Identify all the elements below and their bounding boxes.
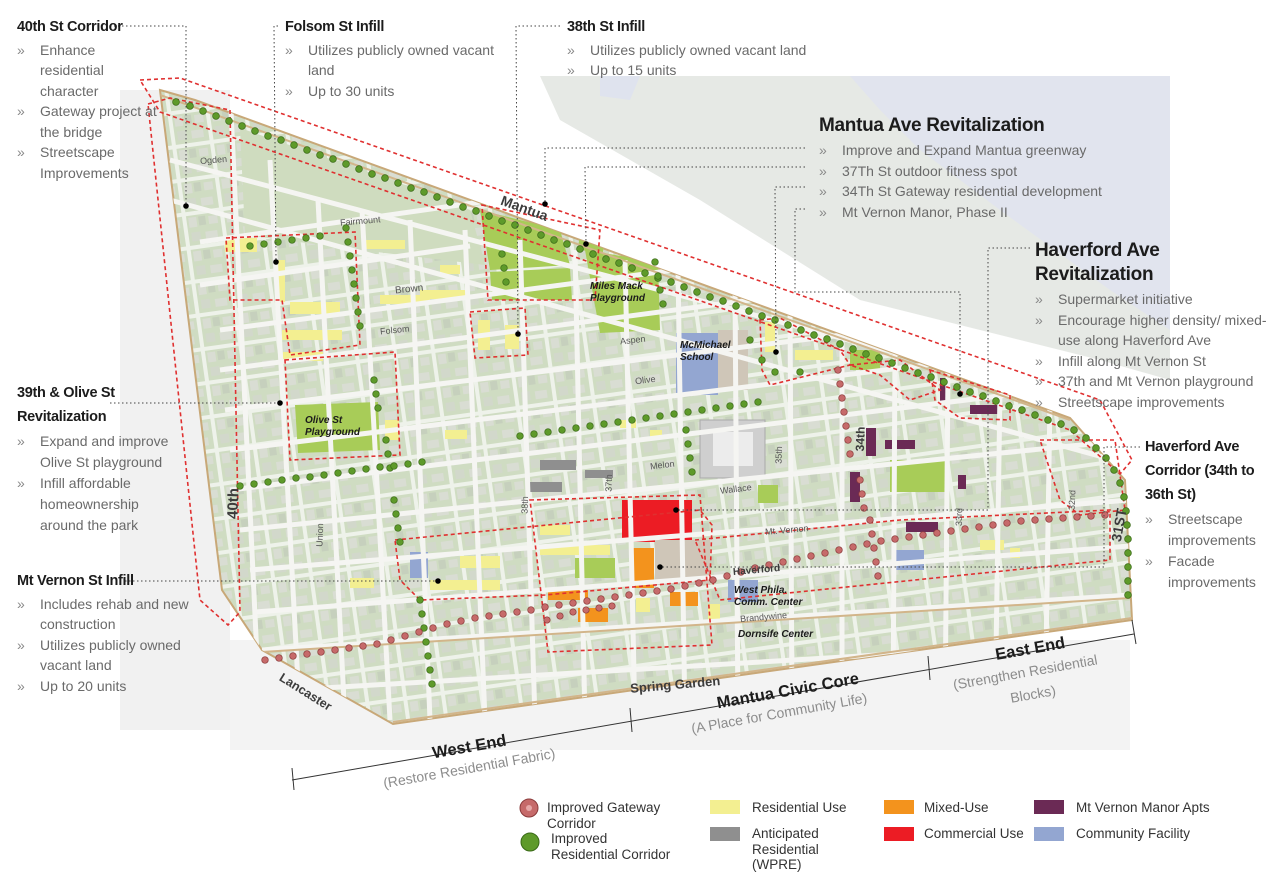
callout-title: Haverford Ave Revitalization — [1035, 240, 1160, 285]
place-label-dornsife: Dornsife Center — [738, 629, 814, 640]
callout-title: Mantua Ave Revitalization — [819, 115, 1045, 136]
callout-folsom-infill: Folsom St Infill Utilizes publicly owned… — [285, 17, 495, 101]
park-south — [575, 558, 615, 578]
street-label-32nd: 32nd — [1066, 489, 1078, 511]
callout-title: 39th & Olive St Revitalization — [17, 385, 115, 425]
place-label-miles-mack: Miles Mack Playground — [590, 281, 646, 304]
callout-haverford-ave: Haverford Ave Revitalization Supermarket… — [1035, 239, 1275, 412]
callout-item: Encourage higher density/ mixed-use alon… — [1035, 310, 1275, 351]
legend-community: Community Facility — [1076, 826, 1191, 841]
callout-item: Expand and improve Olive St playground — [17, 431, 202, 473]
stadium-field — [713, 432, 753, 466]
callout-38th-infill: 38th St Infill Utilizes publicly owned v… — [567, 17, 857, 81]
manor-4 — [885, 440, 915, 449]
legend-community-swatch — [1034, 827, 1064, 841]
mantua-greenway-park — [240, 128, 485, 265]
anticipated-1 — [540, 460, 576, 470]
callout-item: Improve and Expand Mantua greenway — [819, 140, 1139, 161]
callout-title: 38th St Infill — [567, 19, 645, 35]
legend-residential-use-swatch — [710, 800, 740, 814]
legend-commercial-swatch — [884, 827, 914, 841]
street-label-37th: 37th — [603, 474, 615, 492]
residential-corridor-dots — [172, 98, 1132, 688]
callout-title: Folsom St Infill — [285, 19, 385, 35]
legend-manor: Mt Vernon Manor Apts — [1076, 800, 1210, 815]
legend-mixed-use-swatch — [884, 800, 914, 814]
anticipated-3 — [585, 470, 613, 478]
callout-item: Streetscape improvements — [1145, 509, 1275, 551]
callout-item: Up to 30 units — [285, 81, 495, 102]
callout-mt-vernon-infill: Mt Vernon St Infill Includes rehab and n… — [17, 571, 202, 696]
park-center — [758, 485, 778, 503]
legend-residential-corridor-swatch — [520, 832, 540, 852]
street-label-33rd: 33rd — [953, 507, 965, 527]
callout-olive-st: 39th & Olive St Revitalization Expand an… — [17, 381, 202, 536]
callout-item: Infill affordable homeownership around t… — [17, 473, 160, 536]
legend-residential-use: Residential Use — [752, 800, 847, 815]
callout-item: Supermarket initiative — [1035, 289, 1275, 310]
legend-anticipated-swatch — [710, 827, 740, 841]
callout-mantua-ave: Mantua Ave Revitalization Improve and Ex… — [819, 114, 1139, 222]
zone-dimension-line — [291, 619, 1137, 791]
callout-title: Haverford Ave Corridor (34th to 36th St) — [1145, 439, 1255, 503]
place-label-olive-playground: Olive St Playground — [305, 415, 361, 438]
manor-2 — [970, 405, 1002, 414]
callout-item: 34Th St Gateway residential development — [819, 181, 1139, 202]
callout-item: Gateway project at the bridge — [17, 101, 157, 142]
street-label-union: Union — [314, 523, 326, 547]
callout-item: 37Th St outdoor fitness spot — [819, 161, 1139, 182]
street-label-34th: 34th — [852, 426, 868, 452]
gateway-corridor-dots — [261, 366, 1109, 664]
callout-item: Infill along Mt Vernon St — [1035, 351, 1275, 372]
callout-item: Facade improvements — [1145, 551, 1275, 593]
callout-item: Streetscape Improvements — [17, 142, 157, 183]
place-label-west-phila: West Phila. Comm. Center — [734, 585, 803, 608]
callout-haverford-corridor: Haverford Ave Corridor (34th to 36th St)… — [1145, 435, 1275, 593]
callout-item: Enhance residential character — [17, 40, 157, 102]
manor-1 — [940, 378, 950, 404]
avenue-lines — [160, 94, 1132, 723]
street-label-40th: 40th — [224, 487, 243, 520]
legend-commercial: Commercial Use — [924, 826, 1024, 841]
leader-endpoints — [183, 201, 963, 584]
callout-item: Up to 20 units — [17, 676, 202, 697]
street-label-35th: 35th — [773, 446, 785, 464]
manor-5 — [850, 472, 860, 502]
place-label-mcmichael: McMichael School — [680, 340, 731, 363]
river-water-2 — [600, 76, 640, 100]
legend-manor-swatch — [1034, 800, 1064, 814]
street-label-38th: 38th — [519, 496, 531, 514]
leader-lines — [110, 25, 1140, 582]
legend-anticipated: Anticipated Residential (WPRE) — [752, 826, 819, 872]
callout-item: 37th and Mt Vernon playground — [1035, 371, 1275, 392]
callout-title: Mt Vernon St Infill — [17, 573, 134, 589]
callout-item: Up to 15 units — [567, 60, 857, 81]
callout-item: Streetscape improvements — [1035, 392, 1275, 413]
callout-40th-corridor: 40th St Corridor Enhance residential cha… — [17, 17, 157, 183]
manor-7 — [958, 475, 966, 489]
callout-item: Utilizes publicly owned vacant land — [567, 40, 857, 61]
callout-title: 40th St Corridor — [17, 19, 123, 35]
callout-item: Includes rehab and new construction — [17, 594, 202, 635]
mixed-use-2 — [548, 590, 588, 600]
manor-3 — [866, 428, 876, 456]
callout-item: Utilizes publicly owned vacant land — [17, 635, 202, 676]
manor-6 — [906, 522, 938, 532]
callout-item: Mt Vernon Manor, Phase II — [819, 202, 1139, 223]
anticipated-2 — [528, 482, 562, 492]
callout-item: Utilizes publicly owned vacant land — [285, 40, 495, 81]
legend-swatches — [519, 798, 1064, 852]
legend-mixed-use: Mixed-Use — [924, 800, 989, 815]
legend-residential-corridor: Improved Residential Corridor — [551, 831, 671, 862]
planning-boundaries — [138, 77, 1133, 653]
legend-gateway: Improved Gateway Corridor — [547, 800, 661, 831]
